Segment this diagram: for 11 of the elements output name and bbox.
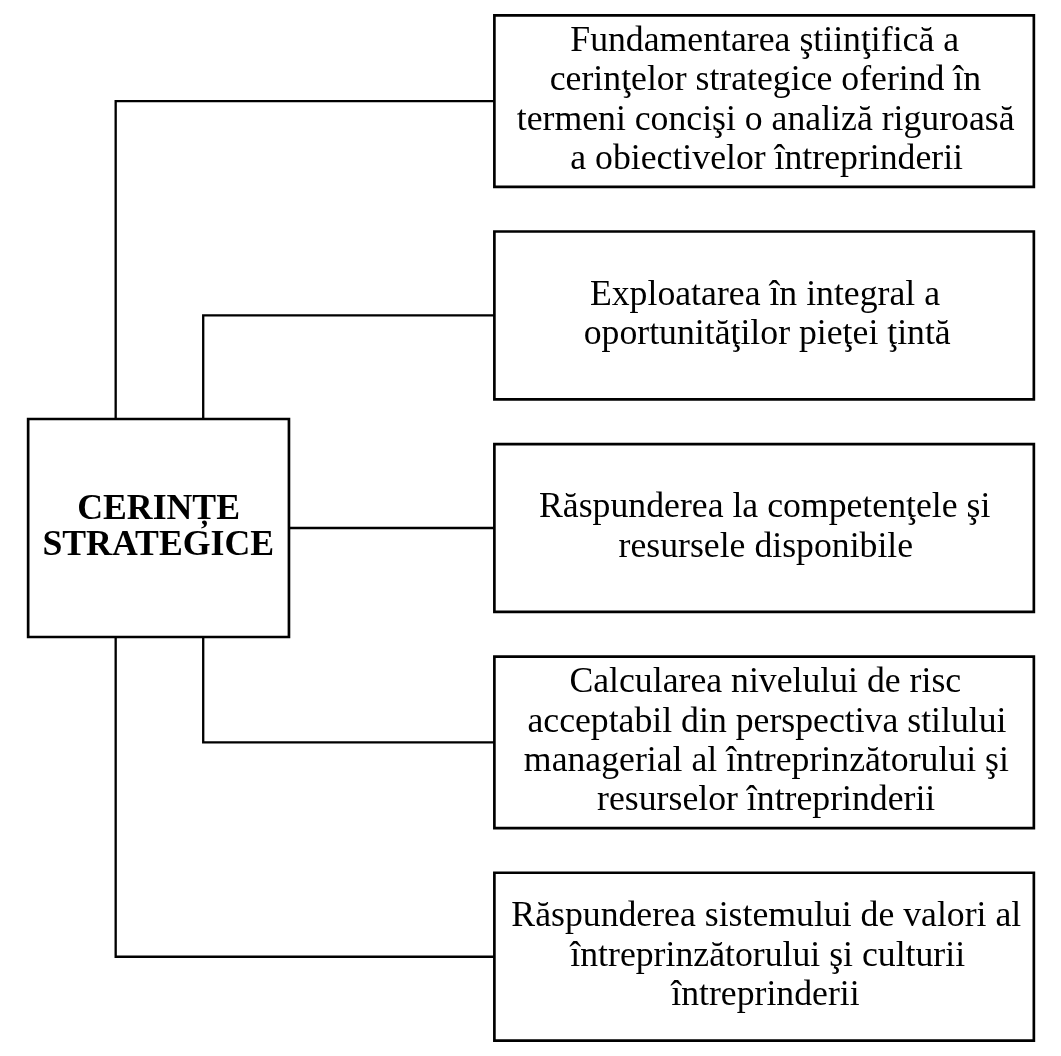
node-box: CERINȚE STRATEGICE [26,417,290,639]
node-box: Calcularea nivelului de risc acceptabil din perspectiva stilului managerial al întreprinzătorului şi resurselor întreprinderii [492,655,1035,830]
connector [288,526,494,530]
node-box: Răspunderea sistemului de valori al întreprinzătorului şi culturii întreprinderii [492,871,1035,1042]
connector [114,99,494,419]
connector [201,637,494,744]
node-box: Exploatarea în integral a oportunităţilor pieţei ţintă [492,230,1035,401]
node-box: Răspunderea la competenţele şi resursele disponibile [492,442,1035,614]
node-box: Fundamentarea ştiinţifică a cerinţelor strategice oferind în termeni concişi o analiză riguroasă a obiectivelor întreprinderii [492,14,1035,189]
connector [114,637,494,958]
connector [201,314,494,419]
